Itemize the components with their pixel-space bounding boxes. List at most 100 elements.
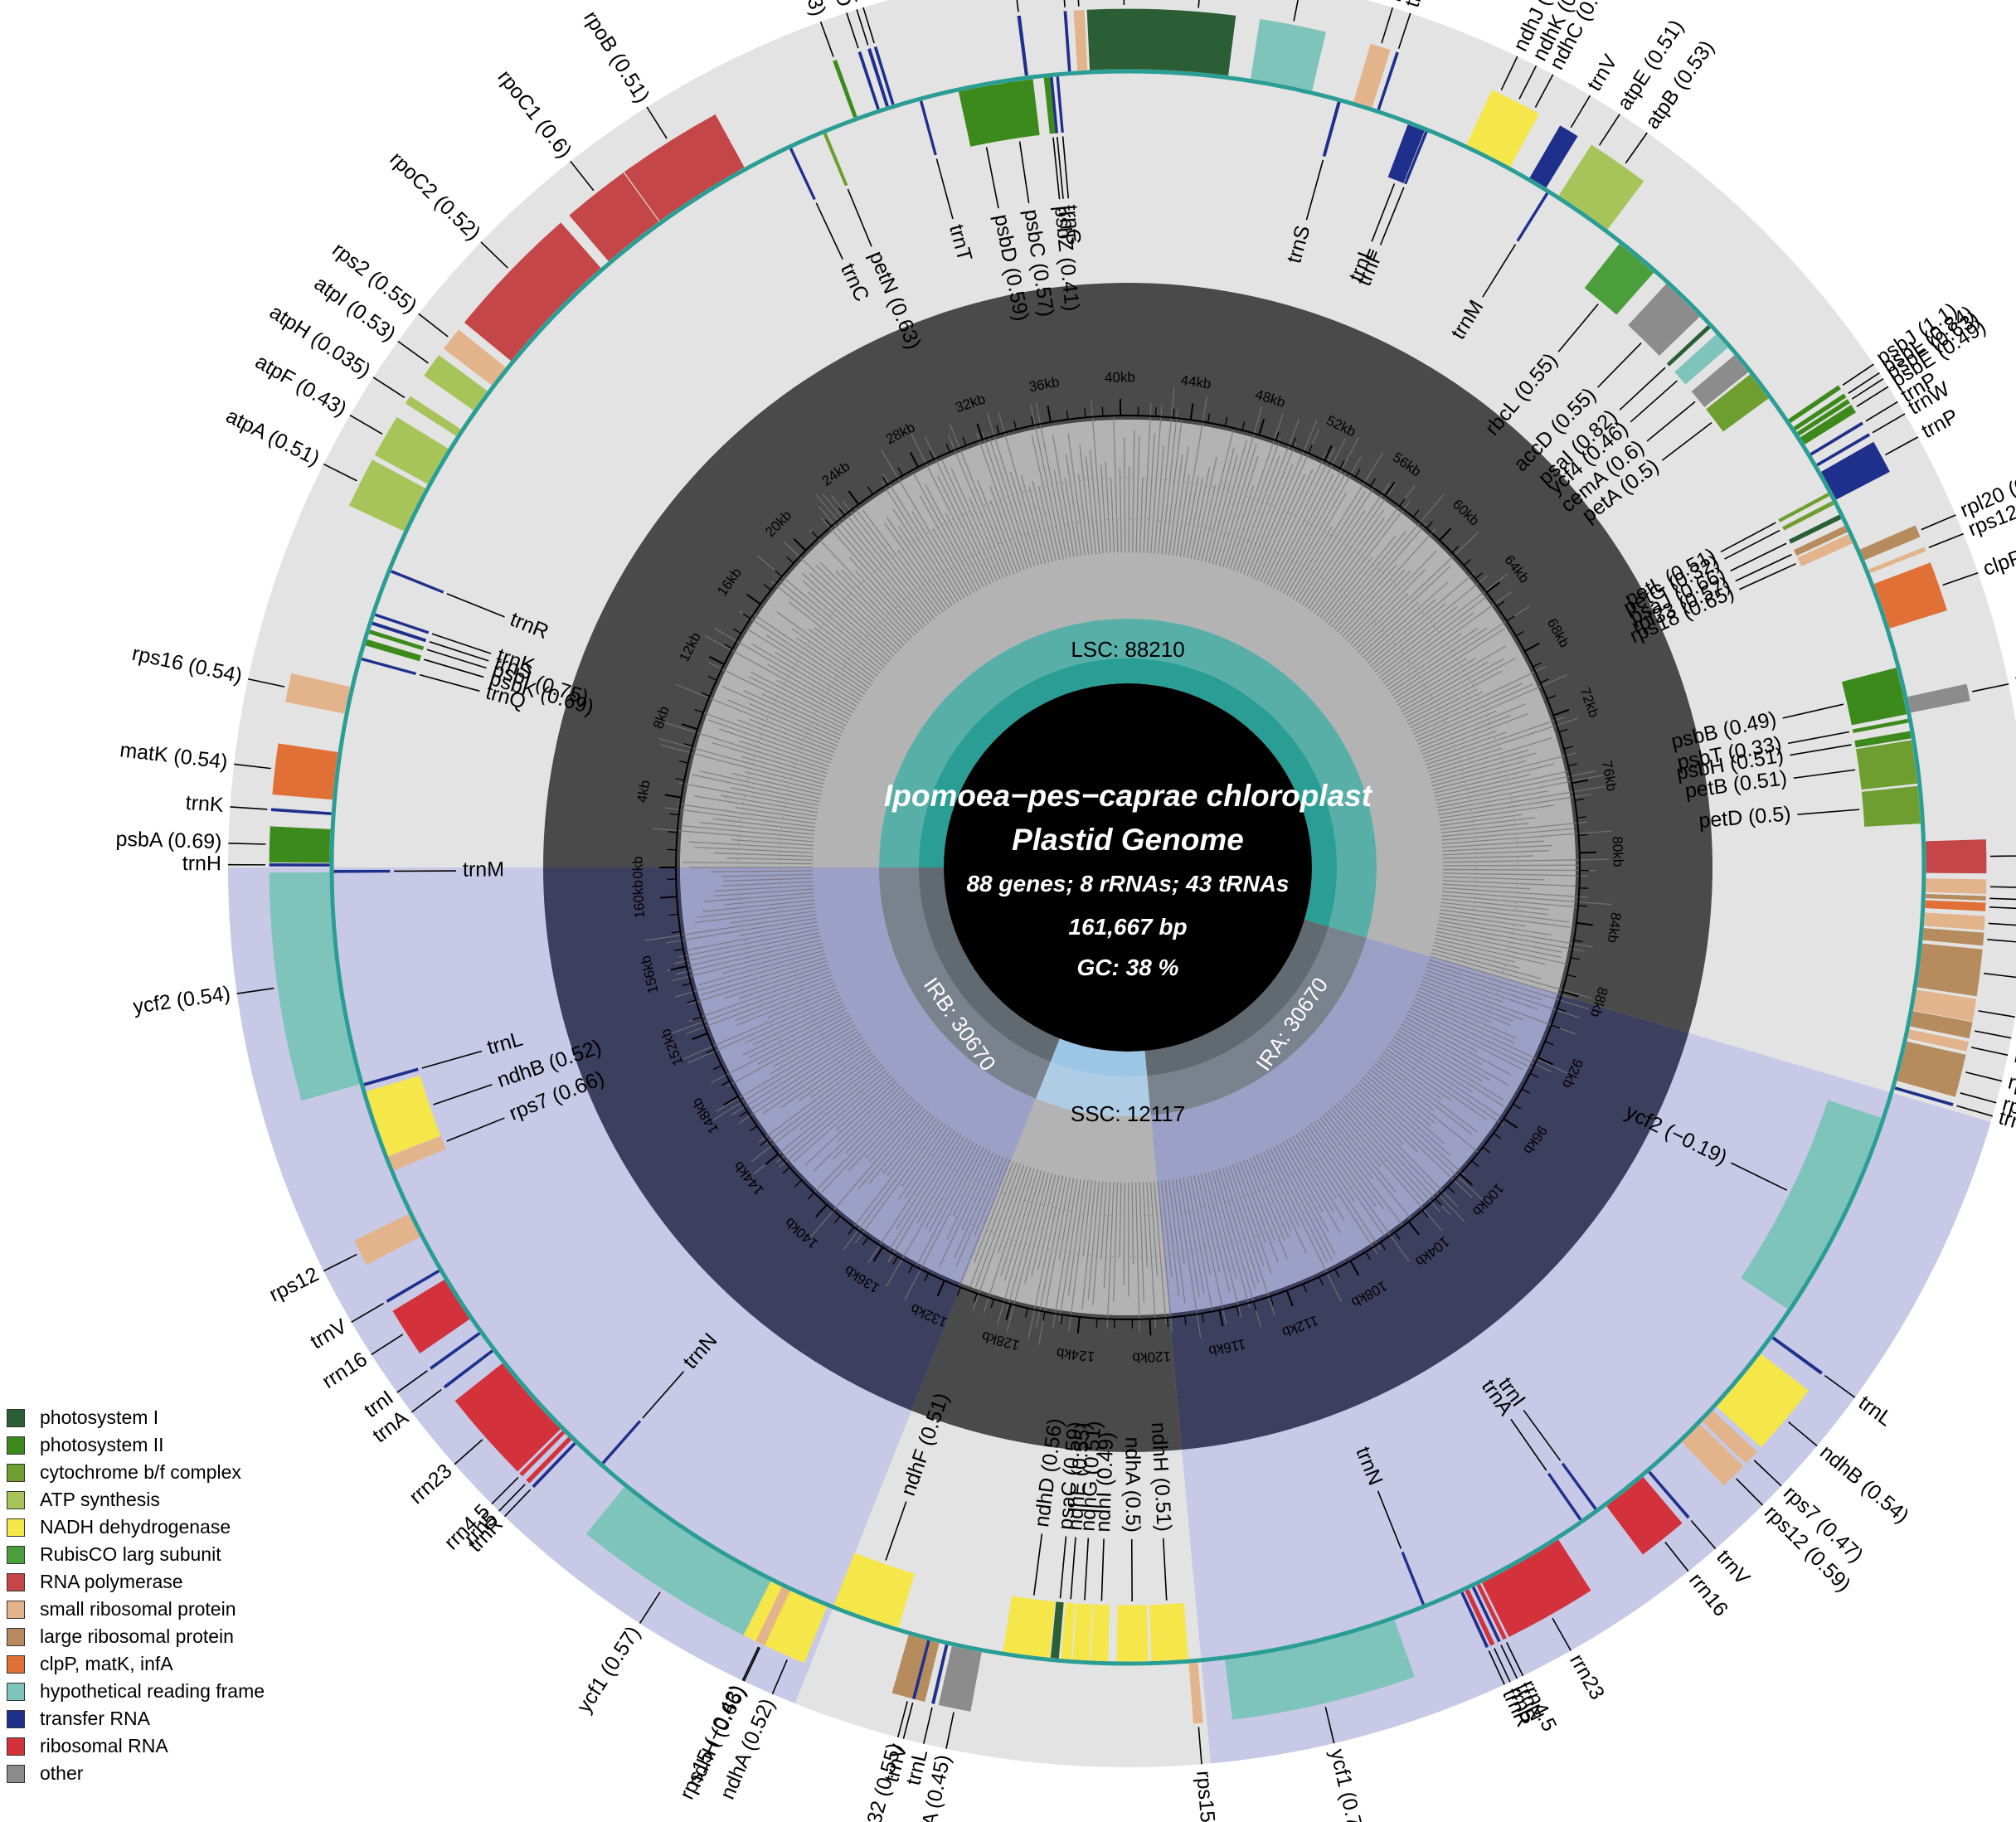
gc-bar — [1239, 1161, 1279, 1263]
scale-tick — [1201, 1313, 1205, 1323]
gc-bar — [843, 1120, 940, 1251]
gc-bar — [1064, 477, 1079, 556]
gc-bar — [660, 744, 823, 789]
gene-label: trnD — [823, 0, 857, 10]
gc-bar — [1376, 1060, 1473, 1135]
gene-leader-line — [1735, 553, 1792, 582]
gc-bar — [1408, 688, 1478, 725]
gene-leader-line — [323, 463, 357, 482]
legend-label: NADH dehydrogenase — [40, 1516, 231, 1538]
scale-tick — [1412, 509, 1420, 517]
gc-bar — [1347, 550, 1437, 643]
gc-bar — [1092, 1181, 1104, 1306]
gc-bar — [1339, 528, 1436, 635]
gene-leader-line — [1488, 1650, 1505, 1685]
gc-bar — [748, 702, 839, 743]
gene-block-trni — [1561, 1462, 1597, 1510]
gc-bar — [1263, 452, 1327, 584]
gc-bar — [1349, 569, 1426, 645]
gc-bar — [685, 978, 833, 1035]
gc-bar — [857, 1108, 926, 1189]
gc-track-irb — [542, 867, 963, 1411]
gc-bar — [1077, 474, 1090, 556]
gc-bar — [886, 517, 950, 609]
gc-bar — [1319, 1116, 1404, 1227]
gc-bar — [809, 572, 897, 654]
gene-label: trnE — [840, 0, 873, 4]
gc-bar — [714, 885, 814, 892]
gc-bar — [1168, 1179, 1186, 1304]
gc-bar — [678, 928, 819, 958]
gc-bar — [1364, 1074, 1445, 1144]
gene-block-ndhd — [1003, 1596, 1056, 1658]
gc-bar — [1222, 1168, 1260, 1284]
gc-bar — [718, 728, 830, 767]
scale-tick — [1572, 779, 1589, 785]
gc-bar — [983, 1167, 1032, 1314]
gc-bar — [1081, 1180, 1096, 1310]
gc-bar — [741, 756, 825, 781]
gene-block-rps15 — [755, 1586, 790, 1646]
gc-bar — [1435, 770, 1570, 801]
gc-bar — [1436, 775, 1604, 809]
gene-leader-line — [1534, 74, 1554, 108]
gc-bar — [892, 508, 956, 605]
gene-leader-line — [1063, 0, 1066, 7]
gc-bar — [1442, 840, 1545, 848]
gc-bar — [1426, 716, 1566, 765]
gene-leader-line — [396, 1370, 428, 1393]
gc-bar — [1289, 526, 1333, 598]
gene-leader-line — [433, 1084, 493, 1105]
gc-bar — [929, 1144, 978, 1232]
gc-bar — [1266, 447, 1336, 585]
gc-bar — [1301, 509, 1366, 605]
gene-block-rbcl — [1584, 244, 1654, 315]
gene-block-trnl — [1387, 124, 1425, 183]
legend-swatch — [7, 1572, 25, 1591]
gene-leader-line — [230, 806, 268, 810]
gc-guide-circle — [737, 477, 1518, 1258]
gc-bar — [739, 740, 828, 770]
gene-block-trnl — [1771, 1336, 1823, 1375]
gc-bar — [1342, 569, 1406, 638]
gene-block-ndhi — [1091, 1604, 1110, 1662]
gc-bar — [1440, 822, 1529, 833]
gc-bar — [1442, 858, 1610, 863]
gc-bar — [721, 686, 841, 740]
scale-tick — [1421, 1210, 1429, 1218]
gene-label: trnG — [1058, 204, 1085, 246]
gc-bar — [1405, 658, 1516, 719]
gc-bar — [694, 906, 816, 924]
legend-label: photosystem I — [40, 1407, 159, 1428]
gc-bar — [736, 719, 833, 757]
gene-label: ndhA (0.5) — [1120, 1437, 1144, 1533]
gene-block-psbt — [1852, 718, 1909, 733]
gene-block-psab — [1086, 8, 1162, 70]
gene-block-trnd — [857, 51, 880, 110]
gc-bar — [705, 635, 853, 717]
gene-leader-line — [1381, 7, 1394, 44]
gc-bar — [1437, 790, 1549, 812]
gc-bar — [1252, 1156, 1290, 1239]
gene-block-ndhg — [1072, 1603, 1093, 1661]
gene-leader-line — [1988, 922, 2016, 926]
gc-bar — [681, 824, 814, 839]
gc-bar — [1154, 1181, 1167, 1325]
gene-block-ycf4 — [1674, 334, 1728, 385]
gc-bar — [1433, 752, 1576, 790]
scale-tick — [786, 556, 794, 564]
gene-block-trnq — [361, 657, 417, 676]
gene-block-psbf — [1796, 399, 1850, 436]
gene-leader-line — [741, 1646, 760, 1681]
gc-bar — [1113, 1182, 1119, 1302]
legend-item: ATP synthesis — [7, 1486, 265, 1513]
gc-bar — [757, 1014, 850, 1065]
gc-bar — [1431, 752, 1537, 784]
gene-block-rps12 — [354, 1213, 420, 1266]
gc-bar — [1374, 1062, 1434, 1111]
scale-tick — [1394, 1232, 1401, 1241]
gc-bar — [1190, 467, 1211, 559]
scale-tick — [1574, 798, 1584, 801]
gene-leader-line — [1848, 372, 1880, 394]
